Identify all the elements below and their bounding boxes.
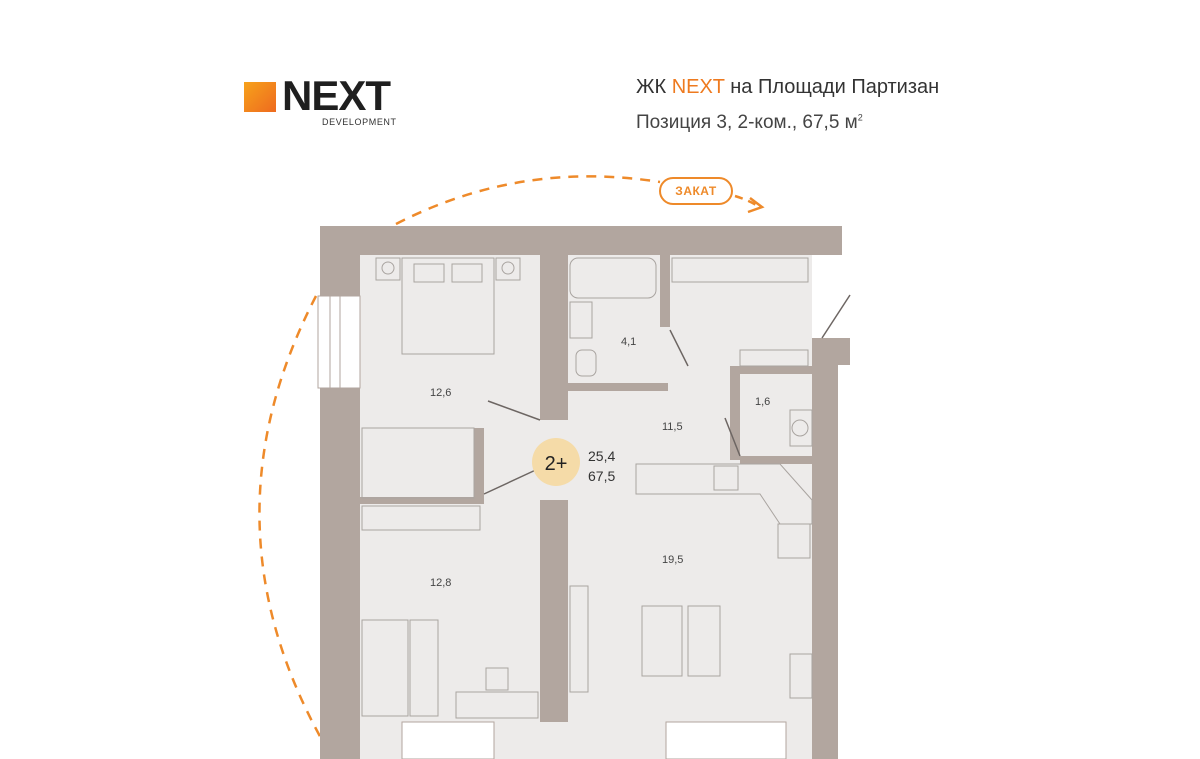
- bed-2: [361, 619, 409, 717]
- subtitle-superscript: 2: [857, 112, 863, 123]
- stove: [713, 465, 739, 491]
- door-bedroom2: [483, 467, 541, 495]
- rooms-badge: [532, 438, 580, 486]
- door-toilet: [724, 417, 741, 457]
- tv-stand: [569, 585, 589, 693]
- room-area-bedroom-1: 12,6: [430, 387, 451, 399]
- wall-kitchen-top: [740, 456, 812, 464]
- title-accent: NEXT: [671, 76, 725, 98]
- title-prefix: ЖК: [636, 76, 672, 98]
- door-bedroom1: [487, 400, 541, 421]
- logo-wordmark: NEXT: [282, 72, 391, 119]
- room-area-bathroom: 4,1: [621, 336, 636, 348]
- door-bath: [669, 329, 689, 367]
- wall-bath-bottom: [568, 383, 668, 391]
- living-area: 25,4: [588, 448, 615, 464]
- lamp-right-icon: [501, 261, 515, 275]
- nightstand-right: [495, 257, 521, 281]
- door-entrance: [821, 294, 851, 339]
- room-area-hall: 11,5: [662, 421, 683, 433]
- pillow-1: [413, 263, 445, 283]
- window-bottom-right: [665, 721, 787, 759]
- window-left: [317, 295, 361, 389]
- apartment-subtitle: Позиция 3, 2-ком., 67,5 м2: [636, 112, 863, 134]
- total-area: 67,5: [588, 468, 615, 484]
- page-title: ЖК NEXT на Площади Партизан: [636, 76, 939, 99]
- washstand: [569, 301, 593, 339]
- wardrobe-1: [361, 427, 475, 499]
- sunset-arc: [395, 175, 661, 226]
- toilet-sink-icon: [791, 419, 809, 437]
- logo-subtitle: DEVELOPMENT: [322, 117, 397, 127]
- toilet-shelf: [739, 349, 809, 367]
- fridge: [777, 523, 811, 559]
- wall-between-bedrooms: [360, 497, 484, 504]
- wardrobe-2: [361, 505, 481, 531]
- floor-area: [360, 255, 812, 759]
- wall-bedroom-right: [540, 255, 568, 420]
- room-area-kitchen: 19,5: [662, 554, 683, 566]
- arrow-head-icon: [747, 197, 765, 214]
- shelf-2: [409, 619, 439, 717]
- washing-machine: [789, 653, 813, 699]
- sunset-arc-arrow: [734, 194, 759, 208]
- rooms-count: 2+: [545, 453, 568, 475]
- wall-wardrobe: [474, 428, 484, 498]
- sofa: [641, 605, 683, 677]
- title-suffix: на Площади Партизан: [724, 76, 940, 98]
- pillow-2: [451, 263, 483, 283]
- lamp-left-icon: [381, 261, 395, 275]
- hall-wardrobe: [671, 257, 809, 283]
- wall-toilet-top: [730, 366, 812, 374]
- toilet-bath: [575, 349, 597, 377]
- sunset-label-box: [659, 177, 733, 205]
- sunset-arc-left: [258, 295, 324, 741]
- desk: [455, 691, 539, 719]
- sunset-label: ЗАКАТ: [675, 184, 717, 198]
- logo-square-icon: [244, 82, 276, 112]
- subtitle-text: Позиция 3, 2-ком., 67,5 м: [636, 112, 858, 133]
- wall-bedroom-right-lower: [540, 500, 568, 722]
- wall-bath-right: [660, 255, 670, 327]
- bed-1: [401, 257, 495, 355]
- toilet-sink: [789, 409, 813, 447]
- desk-chair: [485, 667, 509, 691]
- brand-logo: NEXT DEVELOPMENT: [244, 74, 424, 130]
- nightstand-left: [375, 257, 401, 281]
- wall-toilet-left: [730, 366, 740, 460]
- room-area-toilet: 1,6: [755, 396, 770, 408]
- room-area-bedroom-2: 12,8: [430, 577, 451, 589]
- bathtub: [569, 257, 657, 299]
- window-bottom-left: [401, 721, 495, 759]
- dining-table: [687, 605, 721, 677]
